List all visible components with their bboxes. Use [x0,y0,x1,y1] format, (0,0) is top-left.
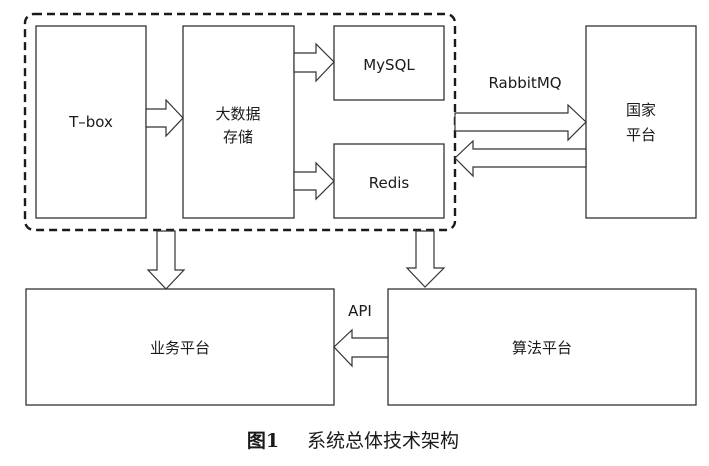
arrow-group-to-algorithm [405,230,446,288]
arrow-bigdata-to-redis [293,161,335,201]
arrow-bigdata-to-mysql [293,42,335,83]
node-bigdata-storage: 大数据 存储 [182,25,295,219]
arrow-tbox-to-bigdata [145,98,184,138]
figure-number: 图1 [247,430,279,452]
node-algorithm-platform: 算法平台 [387,288,697,406]
node-redis-label: Redis [369,174,410,192]
figure-title: 系统总体技术架构 [307,430,459,452]
node-mysql: MySQL [333,25,445,101]
node-mysql-label: MySQL [363,56,415,74]
node-national-label-line2: 平台 [626,126,656,144]
node-business-platform: 业务平台 [25,288,335,406]
edge-label-rabbitmq: RabbitMQ [488,74,561,92]
node-redis: Redis [333,143,445,219]
arrow-algorithm-to-business [333,328,389,368]
node-national-label-line1: 国家 [626,101,656,119]
arrow-group-to-national [454,103,587,142]
node-tbox-label: T–box [68,113,113,131]
edge-label-api: API [348,302,372,320]
node-national-platform: 国家 平台 [585,25,697,219]
node-bigdata-label-line1: 大数据 [215,105,260,123]
node-bigdata-label-line2: 存储 [223,128,253,146]
arrow-national-to-group [454,139,587,178]
arrow-group-to-business [146,230,186,290]
node-tbox: T–box [35,25,147,219]
node-business-label: 业务平台 [150,339,210,357]
node-algorithm-label: 算法平台 [512,339,572,357]
